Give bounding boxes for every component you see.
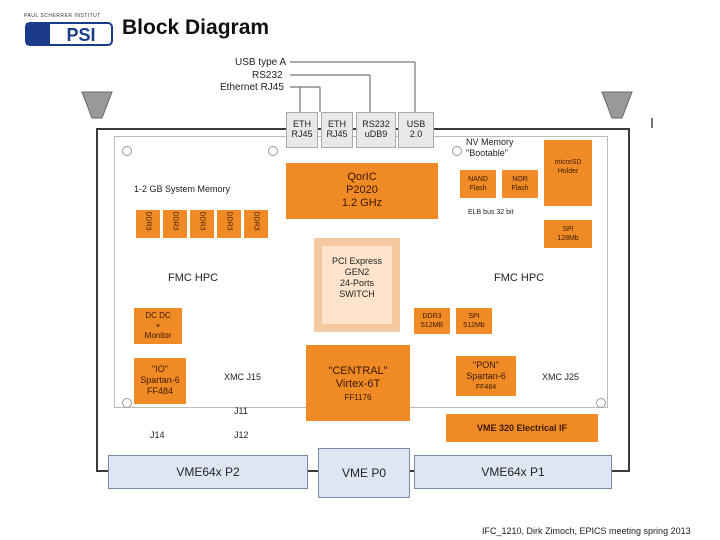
microsd-holder: microSD Holder (544, 140, 592, 206)
footer-credit: IFC_1210, Dirk Zimoch, EPICS meeting spr… (482, 526, 691, 536)
central-fpga: "CENTRAL" Virtex-6T FF1176 (306, 345, 410, 421)
mounting-hole (122, 146, 132, 156)
logo-mark-text: PSI (66, 25, 95, 45)
psi-logo: PAUL SCHERRER INSTITUT PSI (24, 13, 114, 47)
j11-label: J11 (234, 406, 248, 416)
pcie-line4: SWITCH (339, 289, 375, 299)
ddr3-chip-label: DDR3 (144, 211, 152, 231)
pcie-switch: PCI Express GEN2 24-Ports SWITCH (314, 238, 400, 332)
nor-line1: NOR (512, 176, 528, 183)
dcdc-line2: + (155, 321, 161, 330)
mounting-hole (268, 146, 278, 156)
microsd-line2: Holder (557, 168, 579, 175)
pon-line3: FF484 (475, 384, 497, 391)
j12-label: J12 (234, 430, 249, 440)
spi-cpu-line1: SPI (562, 226, 574, 233)
cpu-line3: 1.2 GHz (341, 197, 383, 209)
microsd-line1: microSD (554, 159, 582, 166)
page-title: Block Diagram (122, 16, 270, 39)
pcie-line3: 24-Ports (339, 278, 374, 288)
ddr3-chip-label: DDR3 (252, 211, 260, 231)
nand-line2: Flash (469, 185, 487, 192)
connector-line1: ETH (328, 119, 346, 129)
central-line1: "CENTRAL" (328, 365, 388, 377)
io-line2: Spartan-6 (140, 375, 180, 385)
ddr3-central: DDR3 512MB (414, 308, 450, 334)
spi-cpu-line2: 128Mb (557, 235, 579, 242)
psi-logo-mark: PSI (25, 22, 113, 46)
dcdc-line1: DC DC (145, 311, 171, 320)
connector-line1: ETH (293, 119, 311, 129)
vme320-interface: VME 320 Electrical IF (446, 414, 598, 442)
connector-line1: USB (406, 119, 426, 129)
front-connector-rs232: RS232 uDB9 (356, 112, 396, 148)
mounting-hole (596, 398, 606, 408)
ddr3-chip-label: DDR3 (171, 211, 179, 231)
connector-line1: RS232 (362, 119, 390, 129)
mounting-hole (452, 146, 462, 156)
spi-central-line1: SPI (468, 313, 480, 320)
spi-central: SPI 512Mb (456, 308, 492, 334)
ddr3-chip: DDR3 (244, 210, 268, 238)
cpu-line1: QorIC (347, 171, 377, 183)
central-line2: Virtex-6T (335, 378, 381, 390)
central-line3: FF1176 (344, 393, 372, 402)
io-line1: "IO" (152, 364, 168, 374)
nor-flash: NOR Flash (502, 170, 538, 198)
fmc-hpc-left: FMC HPC (168, 272, 219, 284)
spi-central-line2: 512Mb (463, 322, 485, 329)
elb-bus-label: ELB bus 32 bit (468, 209, 514, 216)
nand-flash: NAND Flash (460, 170, 496, 198)
j14-label: J14 (150, 430, 165, 440)
vme64x-p2-connector: VME64x P2 (108, 455, 308, 489)
front-connector-eth1: ETH RJ45 (286, 112, 318, 148)
external-usb-label: USB type A (235, 57, 287, 68)
nor-line2: Flash (511, 185, 529, 192)
ddr3-chip: DDR3 (163, 210, 187, 238)
cpu-qoriq: QorIC P2020 1.2 GHz (286, 163, 438, 219)
front-connector-usb: USB 2.0 (398, 112, 434, 148)
xmc-j25-label: XMC J25 (542, 372, 580, 382)
vme64x-p1-connector: VME64x P1 (414, 455, 612, 489)
ddr3-chip: DDR3 (217, 210, 241, 238)
ddr3-chip-label: DDR3 (225, 211, 233, 231)
mounting-hole (122, 398, 132, 408)
ddr3-chip: DDR3 (190, 210, 214, 238)
logo-org-text: PAUL SCHERRER INSTITUT (24, 13, 101, 19)
pon-line1: "PON" (473, 360, 499, 370)
vme-p0-connector: VME P0 (318, 448, 410, 498)
nv-memory-title: NV Memory (466, 137, 514, 147)
io-fpga: "IO" Spartan-6 FF484 (134, 358, 186, 404)
pon-fpga: "PON" Spartan-6 FF484 (456, 356, 516, 396)
cpu-line2: P2020 (346, 184, 378, 196)
xmc-j15-label: XMC J15 (224, 372, 262, 382)
connector-line2: RJ45 (326, 129, 348, 139)
ddr3-chip-label: DDR3 (198, 211, 206, 231)
ddr3-central-line2: 512MB (420, 322, 444, 329)
nand-line1: NAND (468, 176, 488, 183)
external-rs232-label: RS232 (252, 70, 283, 81)
fmc-hpc-right: FMC HPC (494, 272, 545, 284)
spi-flash-cpu: SPI 128Mb (544, 220, 592, 248)
pon-line2: Spartan-6 (466, 371, 506, 381)
connector-line2: uDB9 (364, 129, 388, 139)
dcdc-line3: Monitor (144, 331, 172, 340)
pcie-switch-core: PCI Express GEN2 24-Ports SWITCH (322, 246, 392, 324)
nv-memory-subtitle: "Bootable" (466, 148, 508, 158)
front-connector-eth2: ETH RJ45 (321, 112, 353, 148)
pcie-line1: PCI Express (331, 256, 382, 266)
connector-line2: RJ45 (291, 129, 313, 139)
system-memory-label: 1-2 GB System Memory (134, 184, 231, 194)
ddr3-chip: DDR3 (136, 210, 160, 238)
pcie-line2: GEN2 (344, 267, 370, 277)
system-memory-chips: DDR3 DDR3 DDR3 DDR3 DDR3 (136, 210, 271, 242)
connector-line2: 2.0 (409, 129, 423, 139)
ddr3-central-line1: DDR3 (422, 313, 442, 320)
io-line3: FF484 (146, 386, 173, 396)
dcdc-monitor: DC DC + Monitor (134, 308, 182, 344)
external-ethernet-label: Ethernet RJ45 (220, 82, 284, 93)
